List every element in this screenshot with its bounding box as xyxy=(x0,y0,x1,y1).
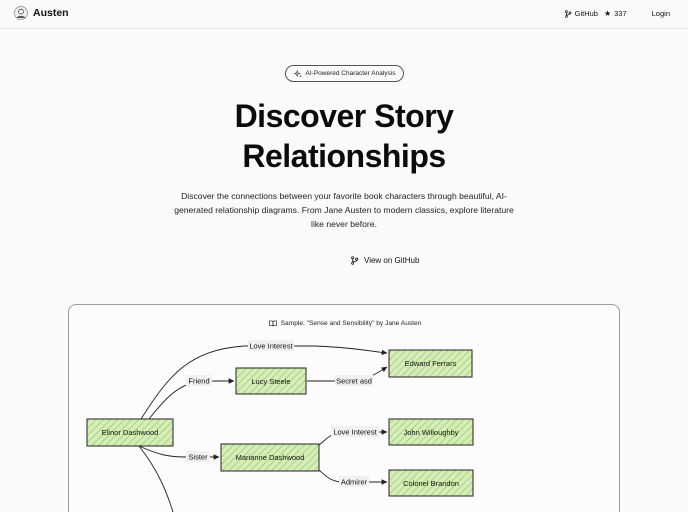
brand-name: Austen xyxy=(33,7,69,19)
book-icon xyxy=(268,320,277,327)
node-brandon[interactable]: Colonel Brandon xyxy=(388,469,474,497)
node-marianne[interactable]: Marianne Dashwood xyxy=(220,443,320,472)
hero-title-line1: Discover Story xyxy=(234,98,454,134)
nav-github-label: GitHub xyxy=(574,9,598,18)
sample-diagram-panel: Sample: "Sense and Sensibility" by Jane … xyxy=(68,304,620,512)
edge-label-friend: Friend xyxy=(186,375,212,386)
node-lucy-label: Lucy Steele xyxy=(251,377,290,386)
edge-label-love1: Love Interest xyxy=(248,340,294,351)
edge-label-sister-text: Sister xyxy=(188,453,208,462)
sparkles-icon xyxy=(293,69,302,77)
node-elinor[interactable]: Elinor Dashwood xyxy=(86,418,174,447)
node-marianne-label: Marianne Dashwood xyxy=(236,453,305,462)
node-lucy[interactable]: Lucy Steele xyxy=(235,367,307,395)
git-branch-icon xyxy=(564,9,571,18)
brand[interactable]: Austen xyxy=(14,6,69,20)
hero-description: Discover the connections between your fa… xyxy=(174,191,514,229)
edge-label-admirer: Admirer xyxy=(339,476,369,487)
sample-caption: Sample: "Sense and Sensibility" by Jane … xyxy=(69,320,619,327)
view-on-github-label: View on GitHub xyxy=(364,256,420,265)
badge-label: AI-Powered Character Analysis xyxy=(305,70,396,77)
edge-label-love2: Love Interest xyxy=(331,426,379,437)
sample-caption-text: Sample: "Sense and Sensibility" by Jane … xyxy=(280,320,422,327)
edge-label-sister: Sister xyxy=(186,451,210,462)
edge-elinor-edward xyxy=(140,345,388,420)
edge-elinor-continue xyxy=(138,445,174,512)
top-nav: Austen GitHub ★ 337 Login xyxy=(0,0,688,29)
node-edward[interactable]: Edward Ferrars xyxy=(388,349,473,378)
nav-right: GitHub ★ 337 Login xyxy=(564,9,670,18)
node-brandon-label: Colonel Brandon xyxy=(403,479,459,488)
node-elinor-label: Elinor Dashwood xyxy=(102,428,159,437)
edge-label-secret: Secret asd xyxy=(335,375,373,386)
edge-elinor-lucy xyxy=(148,378,235,420)
ai-badge: AI-Powered Character Analysis xyxy=(285,65,404,82)
star-icon: ★ xyxy=(603,9,612,18)
edge-label-love1-text: Love Interest xyxy=(249,342,293,351)
edge-elinor-marianne xyxy=(138,445,220,460)
star-count[interactable]: ★ 337 xyxy=(604,9,627,18)
git-branch-icon xyxy=(351,256,359,265)
logo-icon xyxy=(14,6,28,20)
view-on-github-button[interactable]: View on GitHub xyxy=(350,256,419,265)
node-edward-label: Edward Ferrars xyxy=(405,359,457,368)
relationship-diagram: Love Interest Friend Secret asd Love Int… xyxy=(86,340,474,512)
login-button[interactable]: Login xyxy=(651,9,670,18)
hero-title-line2: Relationships xyxy=(242,138,446,174)
edge-label-love2-text: Love Interest xyxy=(333,428,377,437)
edge-label-admirer-text: Admirer xyxy=(341,478,368,487)
edge-label-secret-text: Secret asd xyxy=(336,377,372,386)
nav-github-link[interactable]: GitHub xyxy=(564,9,598,18)
node-willoughby[interactable]: John Willoughby xyxy=(388,418,474,446)
edge-label-friend-text: Friend xyxy=(188,377,209,386)
hero-title: Discover Story Relationships xyxy=(144,96,544,176)
star-count-value: 337 xyxy=(614,9,627,18)
node-willoughby-label: John Willoughby xyxy=(403,428,458,437)
